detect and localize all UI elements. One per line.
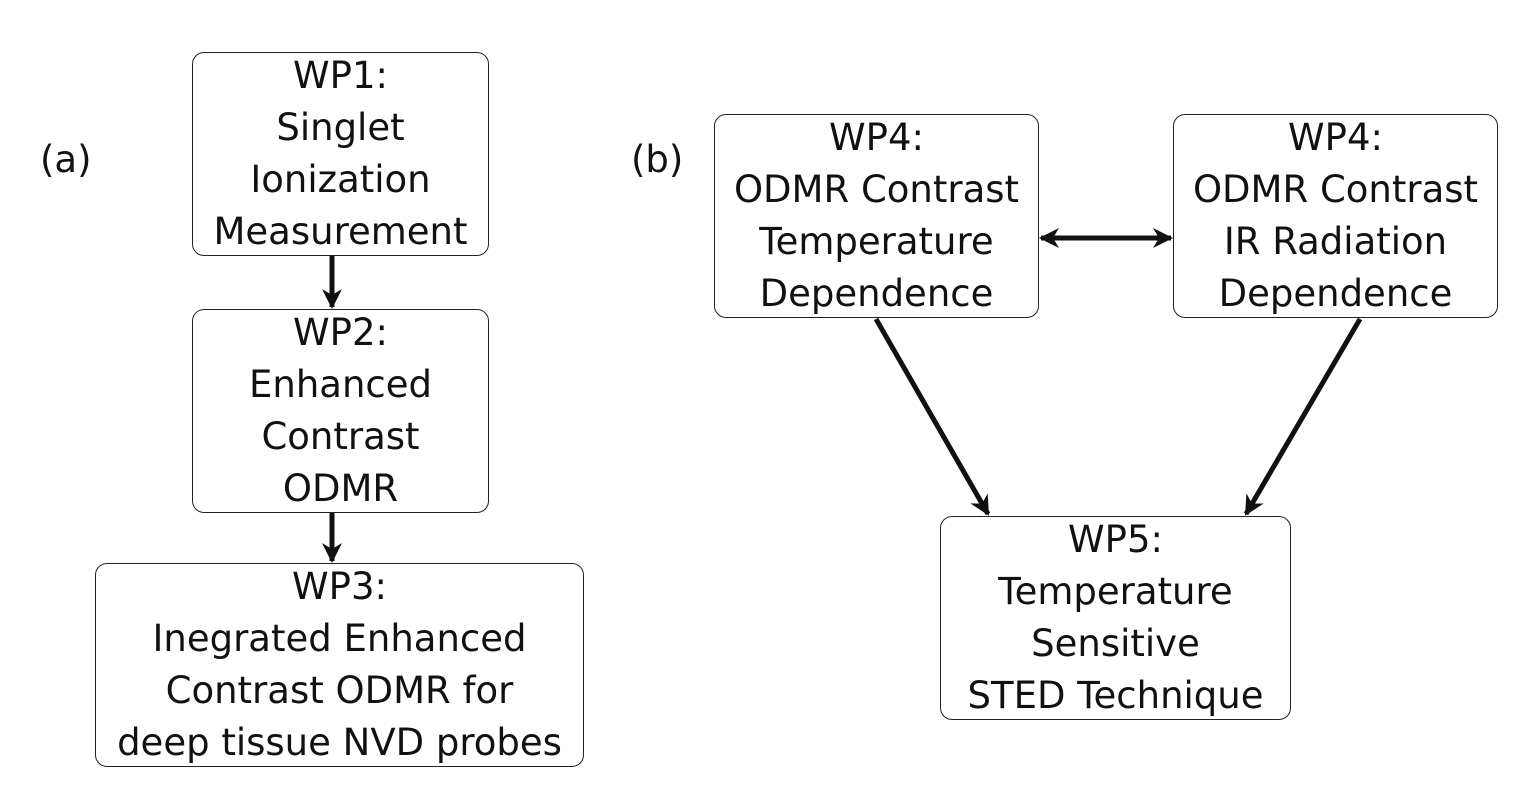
node-wp5-line-4: STED Technique (967, 674, 1264, 717)
node-wp2-line-4: ODMR (282, 467, 399, 510)
node-wp4b-line-3: IR Radiation (1223, 220, 1448, 263)
node-wp4a-line-1: WP4: (829, 116, 924, 159)
node-wp2-enhanced-contrast: WP2: Enhanced Contrast ODMR (192, 309, 489, 513)
node-wp4b-line-2: ODMR Contrast (1192, 168, 1479, 211)
node-wp4-ir-radiation-dependence: WP4: ODMR Contrast IR Radiation Dependen… (1173, 114, 1498, 318)
panel-label-b: (b) (631, 138, 684, 181)
node-wp1-line-1: WP1: (293, 54, 388, 97)
node-wp3-line-4: deep tissue NVD probes (117, 721, 562, 764)
panel-label-a: (a) (40, 138, 92, 181)
node-wp4-temperature-dependence: WP4: ODMR Contrast Temperature Dependenc… (714, 114, 1039, 318)
node-wp4a-line-3: Temperature (759, 220, 994, 263)
edge-wp4b-to-wp5-arrow (1243, 317, 1363, 516)
node-wp1-line-2: Singlet (276, 106, 405, 149)
node-wp1-singlet-ionization: WP1: Singlet Ionization Measurement (192, 52, 489, 256)
node-wp3-line-3: Contrast ODMR for (165, 669, 514, 712)
node-wp5-sted-technique: WP5: Temperature Sensitive STED Techniqu… (940, 516, 1291, 720)
node-wp4a-line-4: Dependence (759, 272, 994, 315)
node-wp5-line-2: Temperature (998, 570, 1233, 613)
node-wp1-line-4: Measurement (213, 210, 468, 253)
node-wp5-line-3: Sensitive (1031, 622, 1200, 665)
node-wp2-line-3: Contrast (261, 415, 420, 458)
node-wp2-line-1: WP2: (293, 311, 388, 354)
node-wp3-line-1: WP3: (292, 565, 387, 608)
node-wp4b-line-1: WP4: (1288, 116, 1383, 159)
node-wp4b-line-4: Dependence (1218, 272, 1453, 315)
node-wp2-line-2: Enhanced (249, 363, 432, 406)
node-wp3-integrated-odmr: WP3: Inegrated Enhanced Contrast ODMR fo… (95, 563, 584, 767)
node-wp3-line-2: Inegrated Enhanced (152, 617, 527, 660)
node-wp5-line-1: WP5: (1068, 518, 1163, 561)
node-wp4a-line-2: ODMR Contrast (733, 168, 1020, 211)
node-wp1-line-3: Ionization (250, 158, 431, 201)
edge-wp4a-to-wp5-arrow (873, 317, 991, 516)
